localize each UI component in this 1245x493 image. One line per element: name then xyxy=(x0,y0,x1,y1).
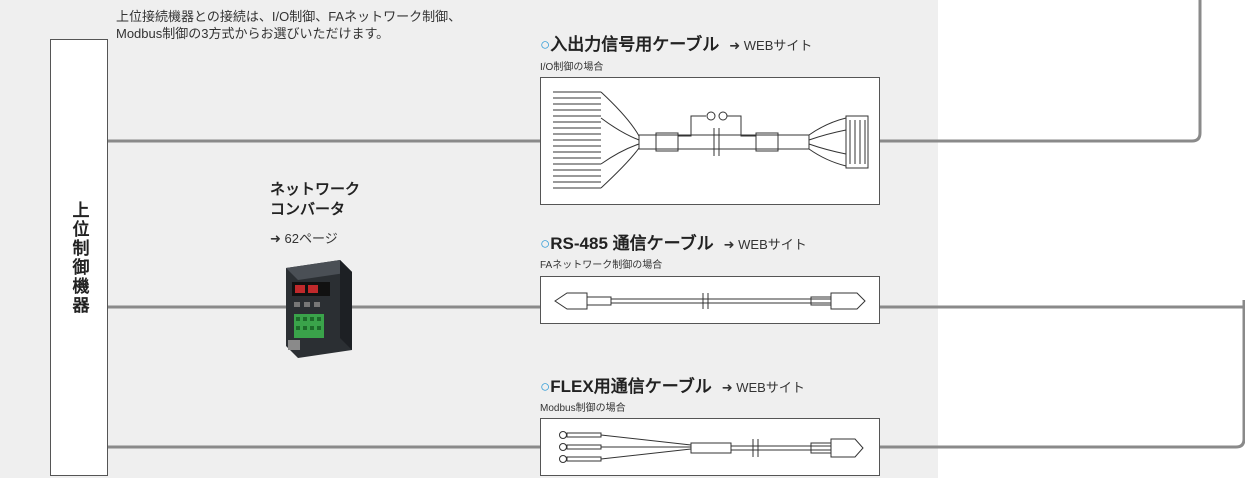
cable-flex-bullet: ○ xyxy=(540,377,551,396)
intro-text: 上位接続機器との接続は、I/O制御、FAネットワーク制御、 Modbus制御の3… xyxy=(116,8,536,42)
host-controller-label: 上位制御機器 xyxy=(69,200,89,315)
host-controller-box: 上位制御機器 xyxy=(50,39,108,476)
cable-rs485-web-link[interactable]: ➜ WEBサイト xyxy=(723,237,807,252)
cable-flex-image xyxy=(540,418,880,476)
cable-io-name: 入出力信号用ケーブル xyxy=(550,35,720,54)
network-converter-title: ネットワーク コンバータ xyxy=(270,180,360,220)
network-converter-device-image xyxy=(286,260,352,358)
cable-rs485-image xyxy=(540,276,880,324)
diagram-bottom-margin xyxy=(0,478,938,493)
cable-flex-web-link[interactable]: ➜ WEBサイト xyxy=(721,380,805,395)
cable-rs485-subtitle: FAネットワーク制御の場合 xyxy=(540,260,663,271)
cable-io-web-link[interactable]: ➜ WEBサイト xyxy=(729,38,813,53)
cable-rs485-bullet: ○ xyxy=(540,234,551,253)
network-converter-title-line-2: コンバータ xyxy=(270,201,346,218)
cable-io-title: ○入出力信号用ケーブル ➜ WEBサイト xyxy=(540,30,812,55)
cable-io-bullet: ○ xyxy=(540,35,551,54)
wire-io-right xyxy=(880,0,1202,143)
cable-flex-title: ○FLEX用通信ケーブル ➜ WEBサイト xyxy=(540,372,805,397)
wire-flex-right xyxy=(880,300,1245,449)
network-converter-page-link[interactable]: ➜ 62ページ xyxy=(270,231,338,246)
cable-io-subtitle: I/O制御の場合 xyxy=(540,62,604,73)
cable-rs485-name: RS-485 通信ケーブル xyxy=(550,234,714,253)
cable-flex-name: FLEX用通信ケーブル xyxy=(550,377,712,396)
cable-rs485-title: ○RS-485 通信ケーブル ➜ WEBサイト xyxy=(540,229,807,254)
network-converter-title-line-1: ネットワーク xyxy=(270,181,361,198)
intro-line-1: 上位接続機器との接続は、I/O制御、FAネットワーク制御、 xyxy=(116,9,462,24)
cable-io-image xyxy=(540,77,880,205)
cable-flex-subtitle: Modbus制御の場合 xyxy=(540,403,626,414)
intro-line-2: Modbus制御の3方式からお選びいただけます。 xyxy=(116,26,390,41)
